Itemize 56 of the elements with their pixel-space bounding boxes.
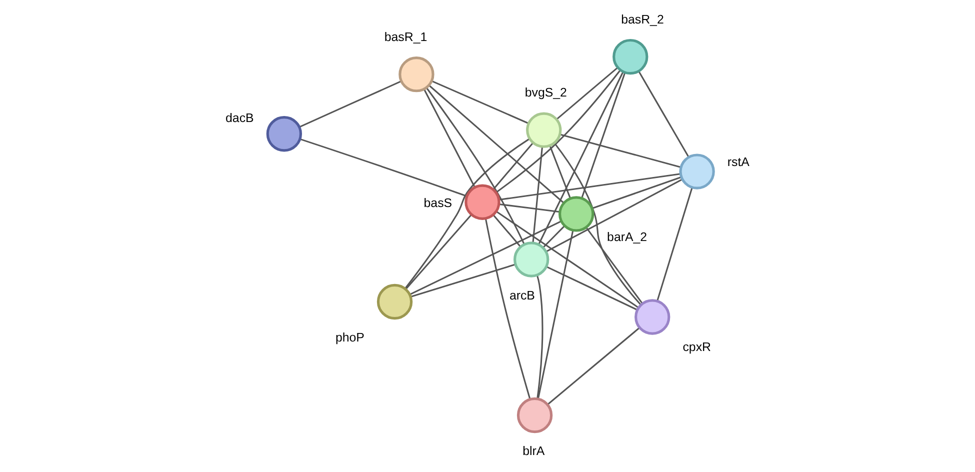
connector <box>410 264 516 298</box>
connector <box>404 138 530 290</box>
node-circle <box>516 397 553 434</box>
connector <box>586 227 643 304</box>
node-label: barA_2 <box>607 230 648 244</box>
connector <box>499 203 560 213</box>
node-label: rstA <box>727 155 750 170</box>
connector <box>638 70 690 158</box>
node-circle <box>398 56 434 92</box>
node-label: basR_2 <box>621 12 664 26</box>
node-circle <box>679 154 715 190</box>
node-label: dacB <box>226 110 254 125</box>
connector <box>537 230 574 399</box>
node-label: basR_1 <box>384 30 428 44</box>
connector <box>542 225 566 248</box>
connector <box>300 138 467 197</box>
connector <box>547 327 640 405</box>
connector <box>405 214 472 290</box>
node-label: basS <box>424 196 452 210</box>
connector <box>536 274 544 399</box>
connector <box>428 84 564 204</box>
node-label: blrA <box>522 444 545 458</box>
node-circle <box>266 116 302 152</box>
node-circle <box>612 38 648 75</box>
node-circle <box>464 184 500 220</box>
connector <box>656 187 693 302</box>
connector <box>546 266 638 310</box>
node-label: arcB <box>509 288 535 302</box>
connector <box>532 146 544 243</box>
connector <box>299 80 402 128</box>
connector <box>496 210 639 308</box>
node-circle <box>634 299 670 335</box>
node-label: phoP <box>335 330 364 345</box>
connector <box>554 142 642 306</box>
connector <box>492 214 522 248</box>
node-label: bvgS_2 <box>524 86 567 100</box>
connector <box>549 146 571 198</box>
node-circle <box>526 112 562 148</box>
node-circle <box>558 196 594 232</box>
connector <box>581 72 626 198</box>
connector <box>498 173 681 201</box>
node-label: cpxR <box>682 340 712 354</box>
connector <box>556 67 618 120</box>
node-circle <box>514 242 550 278</box>
connector <box>410 220 562 296</box>
connector <box>432 80 529 124</box>
node-circle <box>376 284 413 320</box>
connector <box>484 218 531 400</box>
connector <box>423 88 476 188</box>
connector <box>592 176 682 210</box>
connector <box>492 142 534 190</box>
connector <box>538 71 624 245</box>
connector <box>546 178 683 252</box>
connector <box>496 70 621 193</box>
connector <box>426 87 525 245</box>
connector <box>560 134 682 168</box>
